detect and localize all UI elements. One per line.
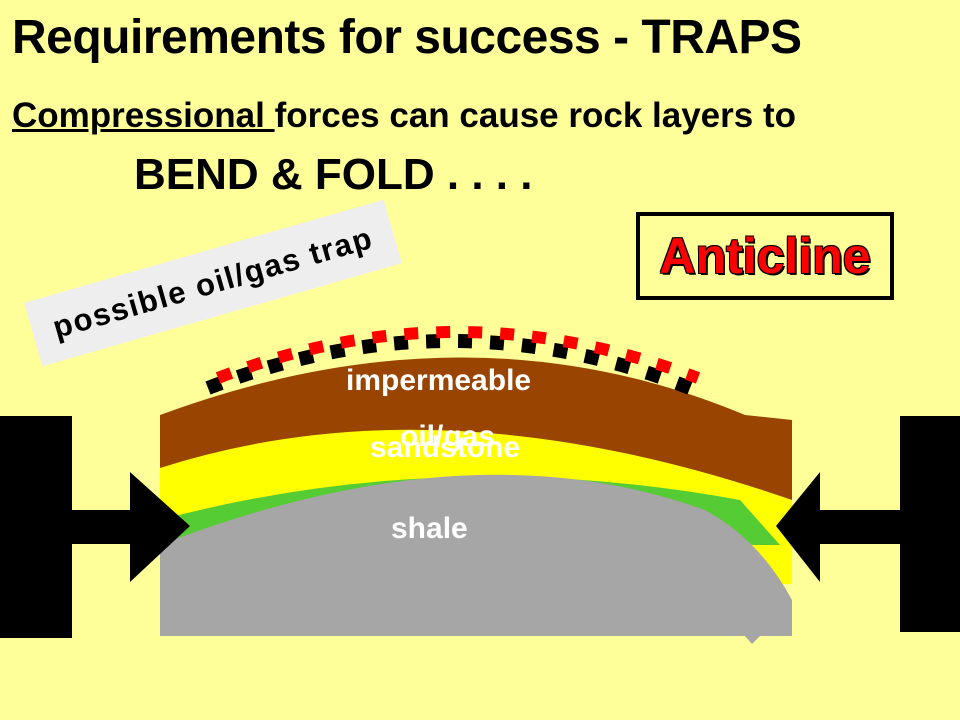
bend-fold-text: BEND & FOLD . . . . (134, 150, 533, 199)
slide-subtitle: Compressional forces can cause rock laye… (12, 96, 796, 136)
right-compression-arrow (776, 416, 960, 632)
sandstone-label: sandstone (370, 431, 520, 464)
seal-dashes-red (215, 326, 701, 384)
left-compression-arrow (0, 416, 190, 638)
anticline-label-box: Anticline (636, 212, 894, 300)
slide-title: Requirements for success - TRAPS (12, 11, 802, 64)
shale-layer (160, 474, 792, 644)
subtitle-rest: forces can cause rock layers to (274, 96, 796, 135)
oil-gas-label: oil/gas (400, 420, 495, 453)
shale-label: shale (391, 512, 468, 545)
subtitle-underlined: Compressional (12, 96, 275, 135)
impermeable-label: impermeable (346, 364, 531, 397)
anticline-label-text: Anticline (659, 228, 871, 284)
seal-dashes-black (205, 334, 693, 395)
